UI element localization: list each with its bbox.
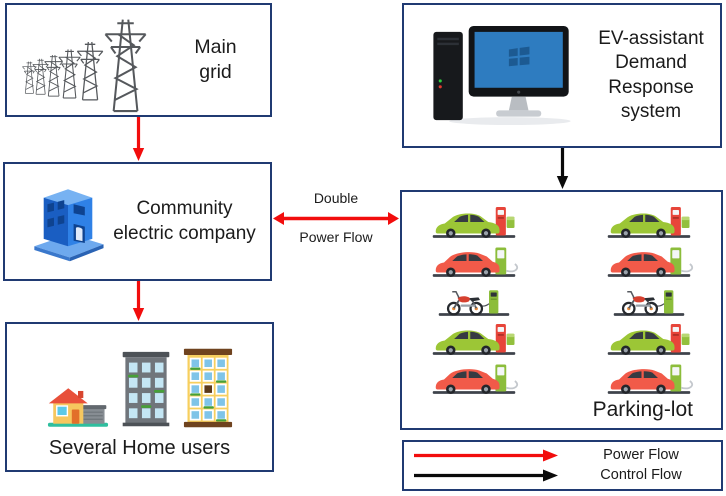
red-car-charging-icon [603,357,695,396]
gray-apartment-icon [122,352,169,427]
ev-system-box: EV-assistant Demand Response system [402,3,722,148]
double-arrow-bottom-label: Power Flow [299,229,373,245]
double-arrow-top-label: Double [313,190,359,206]
control-flow-arrow [414,469,558,482]
community-label: Community electric company [113,198,256,244]
red-car-charging-icon [603,240,695,279]
motorcycle-charging-icon [428,279,520,318]
desktop-computer-icon [433,25,571,125]
community-electric-company-box: Community electric company [3,162,272,281]
yellow-apartment-icon [182,348,233,429]
green-car-charging-icon [428,201,520,240]
parking-row [420,240,703,279]
house-icon [46,388,109,428]
power-arrow-grid-to-community [132,117,145,161]
motorcycle-charging-icon [603,279,695,318]
control-arrow-ev-to-parking [556,148,569,189]
parking-row [420,201,703,240]
home-users-box: Several Home users [5,322,274,472]
green-car-charging-icon [603,318,695,357]
parking-lot-box: Parking-lot [400,190,723,430]
green-car-charging-icon [603,201,695,240]
parking-row [420,357,703,396]
double-power-arrow [273,212,399,225]
main-grid-box: Main grid [5,3,272,117]
legend-row-control: Control Flow [404,466,721,485]
parking-row [420,279,703,318]
office-building-icon [34,188,104,261]
legend-box: Power Flow Control Flow [402,440,723,491]
parking-row [420,318,703,357]
ev-system-label: EV-assistant Demand Response system [598,27,704,122]
green-car-charging-icon [428,318,520,357]
red-car-charging-icon [428,357,520,396]
parking-lot-label: Parking-lot [592,398,693,421]
red-car-charging-icon [428,240,520,279]
parking-grid [420,201,703,396]
power-arrow-community-to-home [132,281,145,321]
home-users-label: Several Home users [48,437,231,460]
legend-control-flow-label: Control Flow [600,467,682,484]
main-grid-label: Main grid [194,36,237,83]
transmission-towers-icon [21,12,161,114]
home-icons-row [46,347,234,429]
legend-row-power: Power Flow [404,446,721,465]
power-flow-arrow [414,449,558,462]
legend-power-flow-label: Power Flow [603,446,679,463]
